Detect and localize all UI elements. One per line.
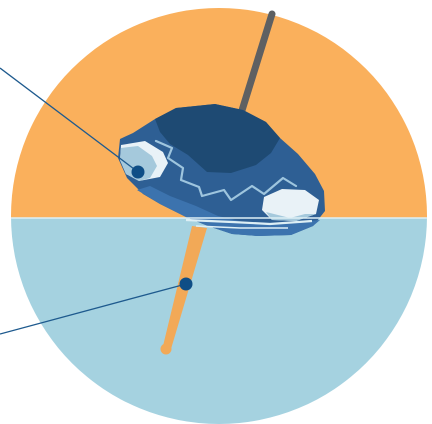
callout-dot-window: [132, 166, 145, 179]
keel-bulb: [161, 344, 172, 355]
callout-dot-keel: [180, 278, 193, 291]
below-water-area: [0, 218, 432, 424]
